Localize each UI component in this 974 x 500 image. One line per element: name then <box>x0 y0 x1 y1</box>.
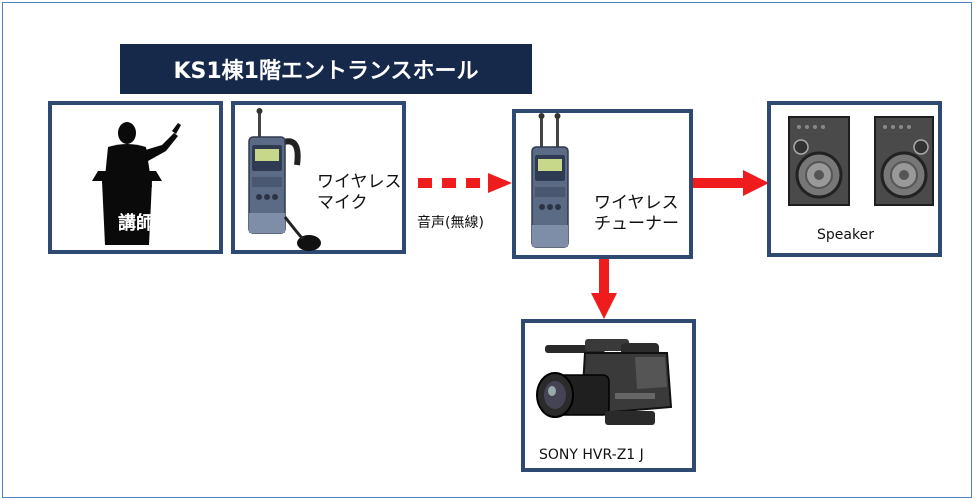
wireless-receiver-icon <box>531 113 569 248</box>
tuner-to-speaker-arrow <box>693 170 769 196</box>
speaker-label: Speaker <box>817 227 874 243</box>
wireless-link-label: 音声(無線) <box>417 215 484 231</box>
wireless-link-arrow <box>418 173 512 193</box>
page-title: KS1棟1階エントランスホール <box>120 44 532 94</box>
lecturer-label: 講師 <box>118 213 154 234</box>
wireless-transmitter-icon <box>248 108 321 251</box>
speaker-box: Speaker <box>767 101 942 257</box>
speaker-icon <box>788 116 934 206</box>
tuner-to-camera-arrow <box>591 259 617 319</box>
lecturer-box: 講師 <box>48 101 223 254</box>
wireless-mic-label: ワイヤレス マイク <box>317 172 402 213</box>
wireless-tuner-label: ワイヤレス チューナー <box>594 193 679 234</box>
wireless-mic-box: ワイヤレス マイク <box>231 101 406 254</box>
camera-box: SONY HVR-Z1 J <box>521 319 696 472</box>
wireless-tuner-box: ワイヤレス チューナー <box>512 109 693 259</box>
lecturer-silhouette-icon <box>92 122 181 245</box>
video-camera-icon <box>536 339 673 425</box>
camera-label: SONY HVR-Z1 J <box>539 447 644 463</box>
